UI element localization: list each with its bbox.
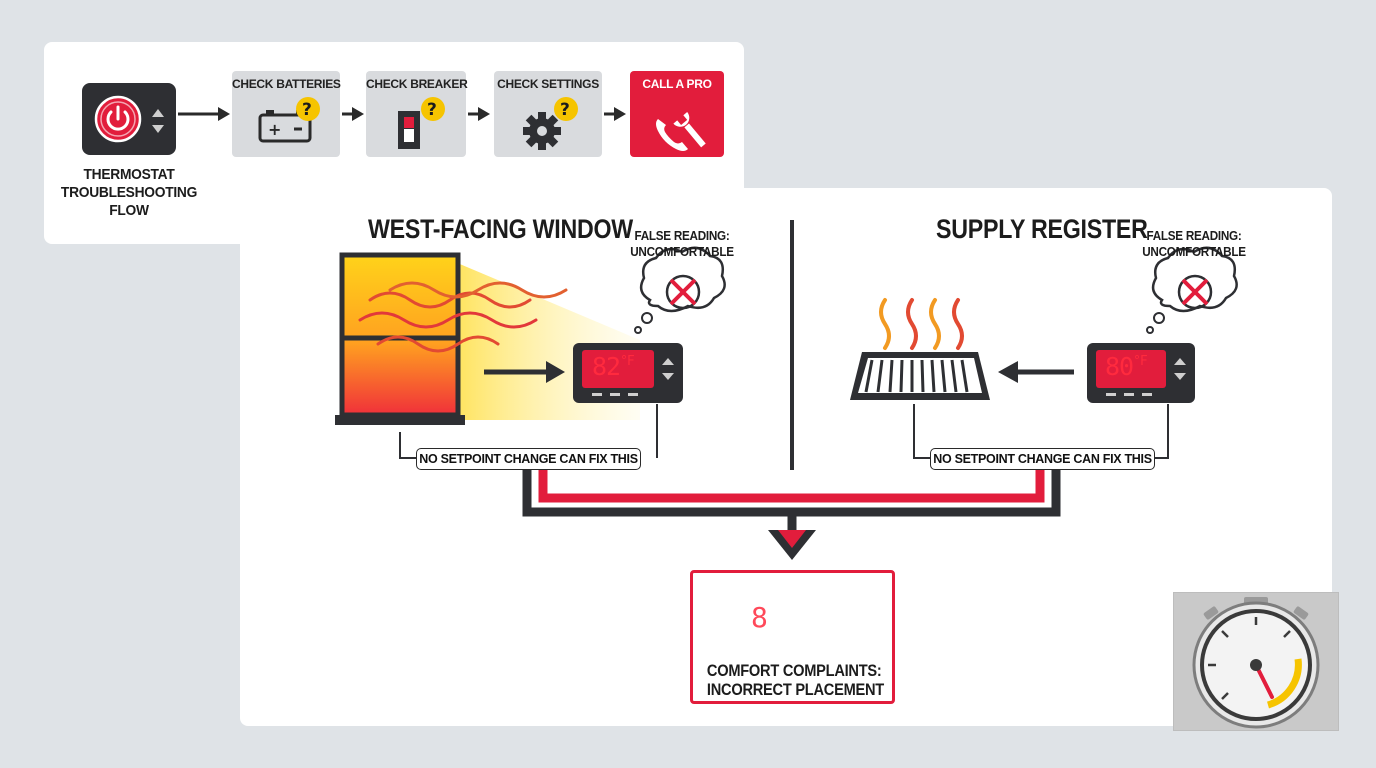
flow-title: THERMOSTAT TROUBLESHOOTING FLOW xyxy=(56,166,201,220)
flow-title-line-2: TROUBLESHOOTING xyxy=(60,184,198,201)
west-window-icon xyxy=(335,252,465,425)
temp-unit: °F xyxy=(620,354,635,369)
speedometer-icon xyxy=(1192,597,1320,729)
step-label: CHECK BATTERIES xyxy=(232,77,341,91)
left-section-title: WEST-FACING WINDOW xyxy=(368,214,633,244)
result-line-2: INCORRECT PLACEMENT xyxy=(706,680,884,699)
right-false-reading-label: FALSE READING: UNCOMFORTABLE xyxy=(1140,228,1248,260)
step-label: CHECK BREAKER xyxy=(366,77,468,91)
right-thermostat xyxy=(1087,343,1195,403)
supply-register-icon xyxy=(850,352,990,400)
svg-text:?: ? xyxy=(427,100,437,120)
right-thermostat-temp: 80°F xyxy=(1105,352,1148,381)
left-false-reading-bubble xyxy=(634,246,726,334)
flow-title-line-3: FLOW xyxy=(109,202,149,219)
thermostat-power-tile xyxy=(82,83,176,155)
step-check-batteries[interactable]: CHECK BATTERIES + ? xyxy=(232,71,341,157)
false-reading-line-2: UNCOMFORTABLE xyxy=(630,244,734,259)
result-box: 8 COMFORT COMPLAINTS: INCORRECT PLACEMEN… xyxy=(690,570,895,704)
svg-text:?: ? xyxy=(560,100,570,120)
left-false-reading-label: FALSE READING: UNCOMFORTABLE xyxy=(628,228,736,260)
right-no-setpoint-note: NO SETPOINT CHANGE CAN FIX THIS xyxy=(930,448,1155,470)
right-section-title: SUPPLY REGISTER xyxy=(936,214,1148,244)
battery-icon: + ? xyxy=(258,97,320,143)
heat-waves xyxy=(358,281,568,353)
breaker-switch-icon: ? xyxy=(398,97,445,149)
false-reading-line-1: FALSE READING: xyxy=(1146,228,1242,243)
temp-value: 82 xyxy=(592,352,621,381)
left-no-setpoint-note: NO SETPOINT CHANGE CAN FIX THIS xyxy=(416,448,641,470)
svg-text:+: + xyxy=(268,120,281,139)
gauge-widget[interactable] xyxy=(1173,592,1339,731)
flow-title-line-1: THERMOSTAT xyxy=(83,166,175,183)
step-check-settings[interactable]: CHECK SETTINGS ? xyxy=(494,71,602,157)
result-text: COMFORT COMPLAINTS: INCORRECT PLACEMENT xyxy=(706,661,884,699)
phone-wrench-icon xyxy=(656,112,706,151)
converging-paths xyxy=(522,468,1061,530)
result-line-1: COMFORT COMPLAINTS: xyxy=(706,661,882,680)
step-label: CHECK SETTINGS xyxy=(497,77,599,91)
gear-icon: ? xyxy=(523,97,578,150)
left-thermostat-temp: 82°F xyxy=(592,352,635,381)
right-false-reading-bubble xyxy=(1146,246,1238,334)
power-icon xyxy=(94,95,164,143)
temp-unit: °F xyxy=(1133,354,1148,369)
step-label: CALL A PRO xyxy=(642,77,712,91)
step-call-a-pro[interactable]: CALL A PRO xyxy=(630,71,724,157)
false-reading-line-2: UNCOMFORTABLE xyxy=(1142,244,1246,259)
false-reading-line-1: FALSE READING: xyxy=(634,228,730,243)
svg-text:?: ? xyxy=(302,100,312,120)
flow-arrows xyxy=(178,107,626,121)
result-thermostat-temp: 8 xyxy=(751,601,768,634)
heat-rising-waves xyxy=(879,298,964,350)
temp-value: 80 xyxy=(1105,352,1134,381)
step-check-breaker[interactable]: CHECK BREAKER ? xyxy=(366,71,468,157)
left-thermostat xyxy=(573,343,683,403)
